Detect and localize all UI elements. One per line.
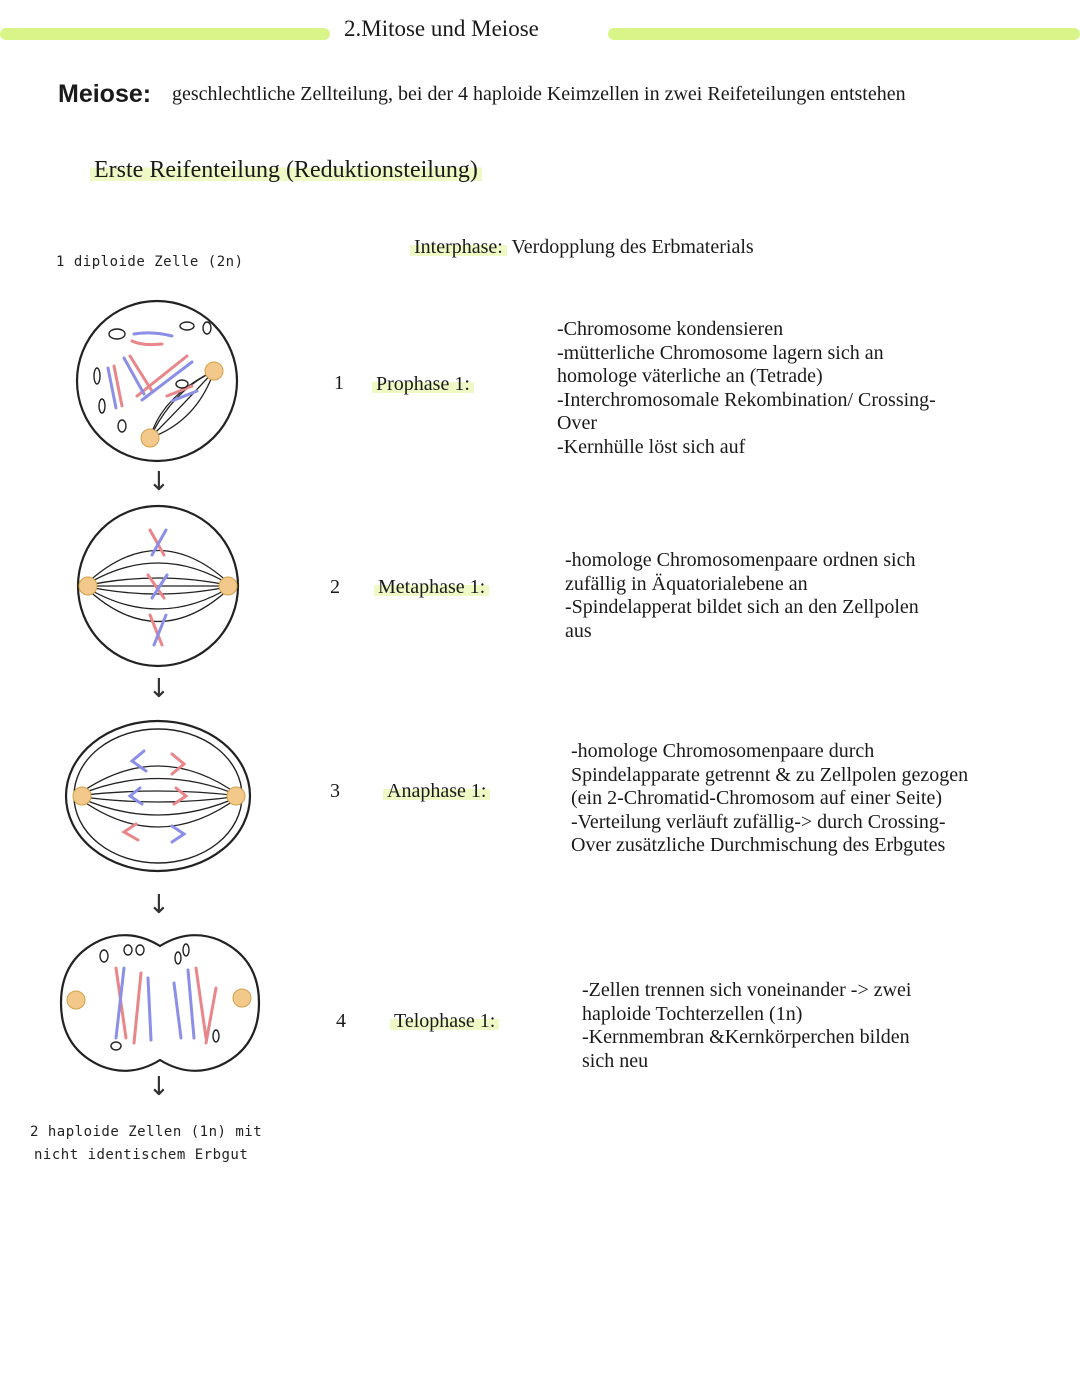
phase-4-name-text: Telophase 1: (390, 1010, 500, 1032)
arrow-down-2: ↓ (148, 674, 170, 704)
prophase-cell-illustration (75, 299, 239, 463)
phase-3-number: 3 (330, 780, 340, 802)
metaphase-cell-illustration (76, 504, 240, 668)
arrow-down-4: ↓ (148, 1072, 170, 1102)
phase-2-name-text: Metaphase 1: (374, 576, 490, 598)
page-title: 2.Mitose und Meiose (344, 16, 539, 41)
arrow-down-3: ↓ (148, 890, 170, 920)
diagram-end-label-2: nicht identischem Erbgut (34, 1147, 249, 1163)
telophase-cell-illustration (59, 934, 261, 1072)
header-band-right (608, 28, 1080, 40)
meiose-term: Meiose: (58, 80, 152, 108)
phase-1-name: Prophase 1: (372, 373, 474, 396)
interphase-text: Verdopplung des Erbmaterials (511, 236, 754, 258)
phase-2-description: -homologe Chromosomenpaare ordnen sich z… (565, 549, 919, 642)
diagram-end-label-1: 2 haploide Zellen (1n) mit (30, 1124, 263, 1140)
header-band-left (0, 28, 330, 40)
section-heading: Erste Reifenteilung (Reduktionsteilung) (90, 157, 482, 184)
phase-1-description: -Chromosome kondensieren -mütterliche Ch… (557, 318, 936, 458)
section-heading-text: Erste Reifenteilung (Reduktionsteilung) (90, 157, 482, 183)
interphase-label: Interphase: (410, 236, 507, 258)
phase-1-number: 1 (334, 372, 344, 394)
phase-2-name: Metaphase 1: (374, 576, 490, 599)
arrow-down-1: ↓ (148, 467, 170, 497)
meiose-definition: geschlechtliche Zellteilung, bei der 4 h… (172, 83, 906, 105)
interphase-line: Interphase: Verdopplung des Erbmaterials (410, 236, 754, 259)
phase-4-number: 4 (336, 1010, 346, 1032)
phase-3-name-text: Anaphase 1: (383, 780, 491, 802)
phase-3-name: Anaphase 1: (383, 780, 491, 803)
phase-4-description: -Zellen trennen sich voneinander -> zwei… (582, 979, 912, 1072)
diagram-start-label: 1 diploide Zelle (2n) (56, 254, 244, 270)
anaphase-cell-illustration (64, 719, 252, 873)
phase-3-description: -homologe Chromosomenpaare durch Spindel… (571, 740, 969, 856)
phase-1-name-text: Prophase 1: (372, 373, 474, 395)
phase-4-name: Telophase 1: (390, 1010, 500, 1033)
phase-2-number: 2 (330, 576, 340, 598)
